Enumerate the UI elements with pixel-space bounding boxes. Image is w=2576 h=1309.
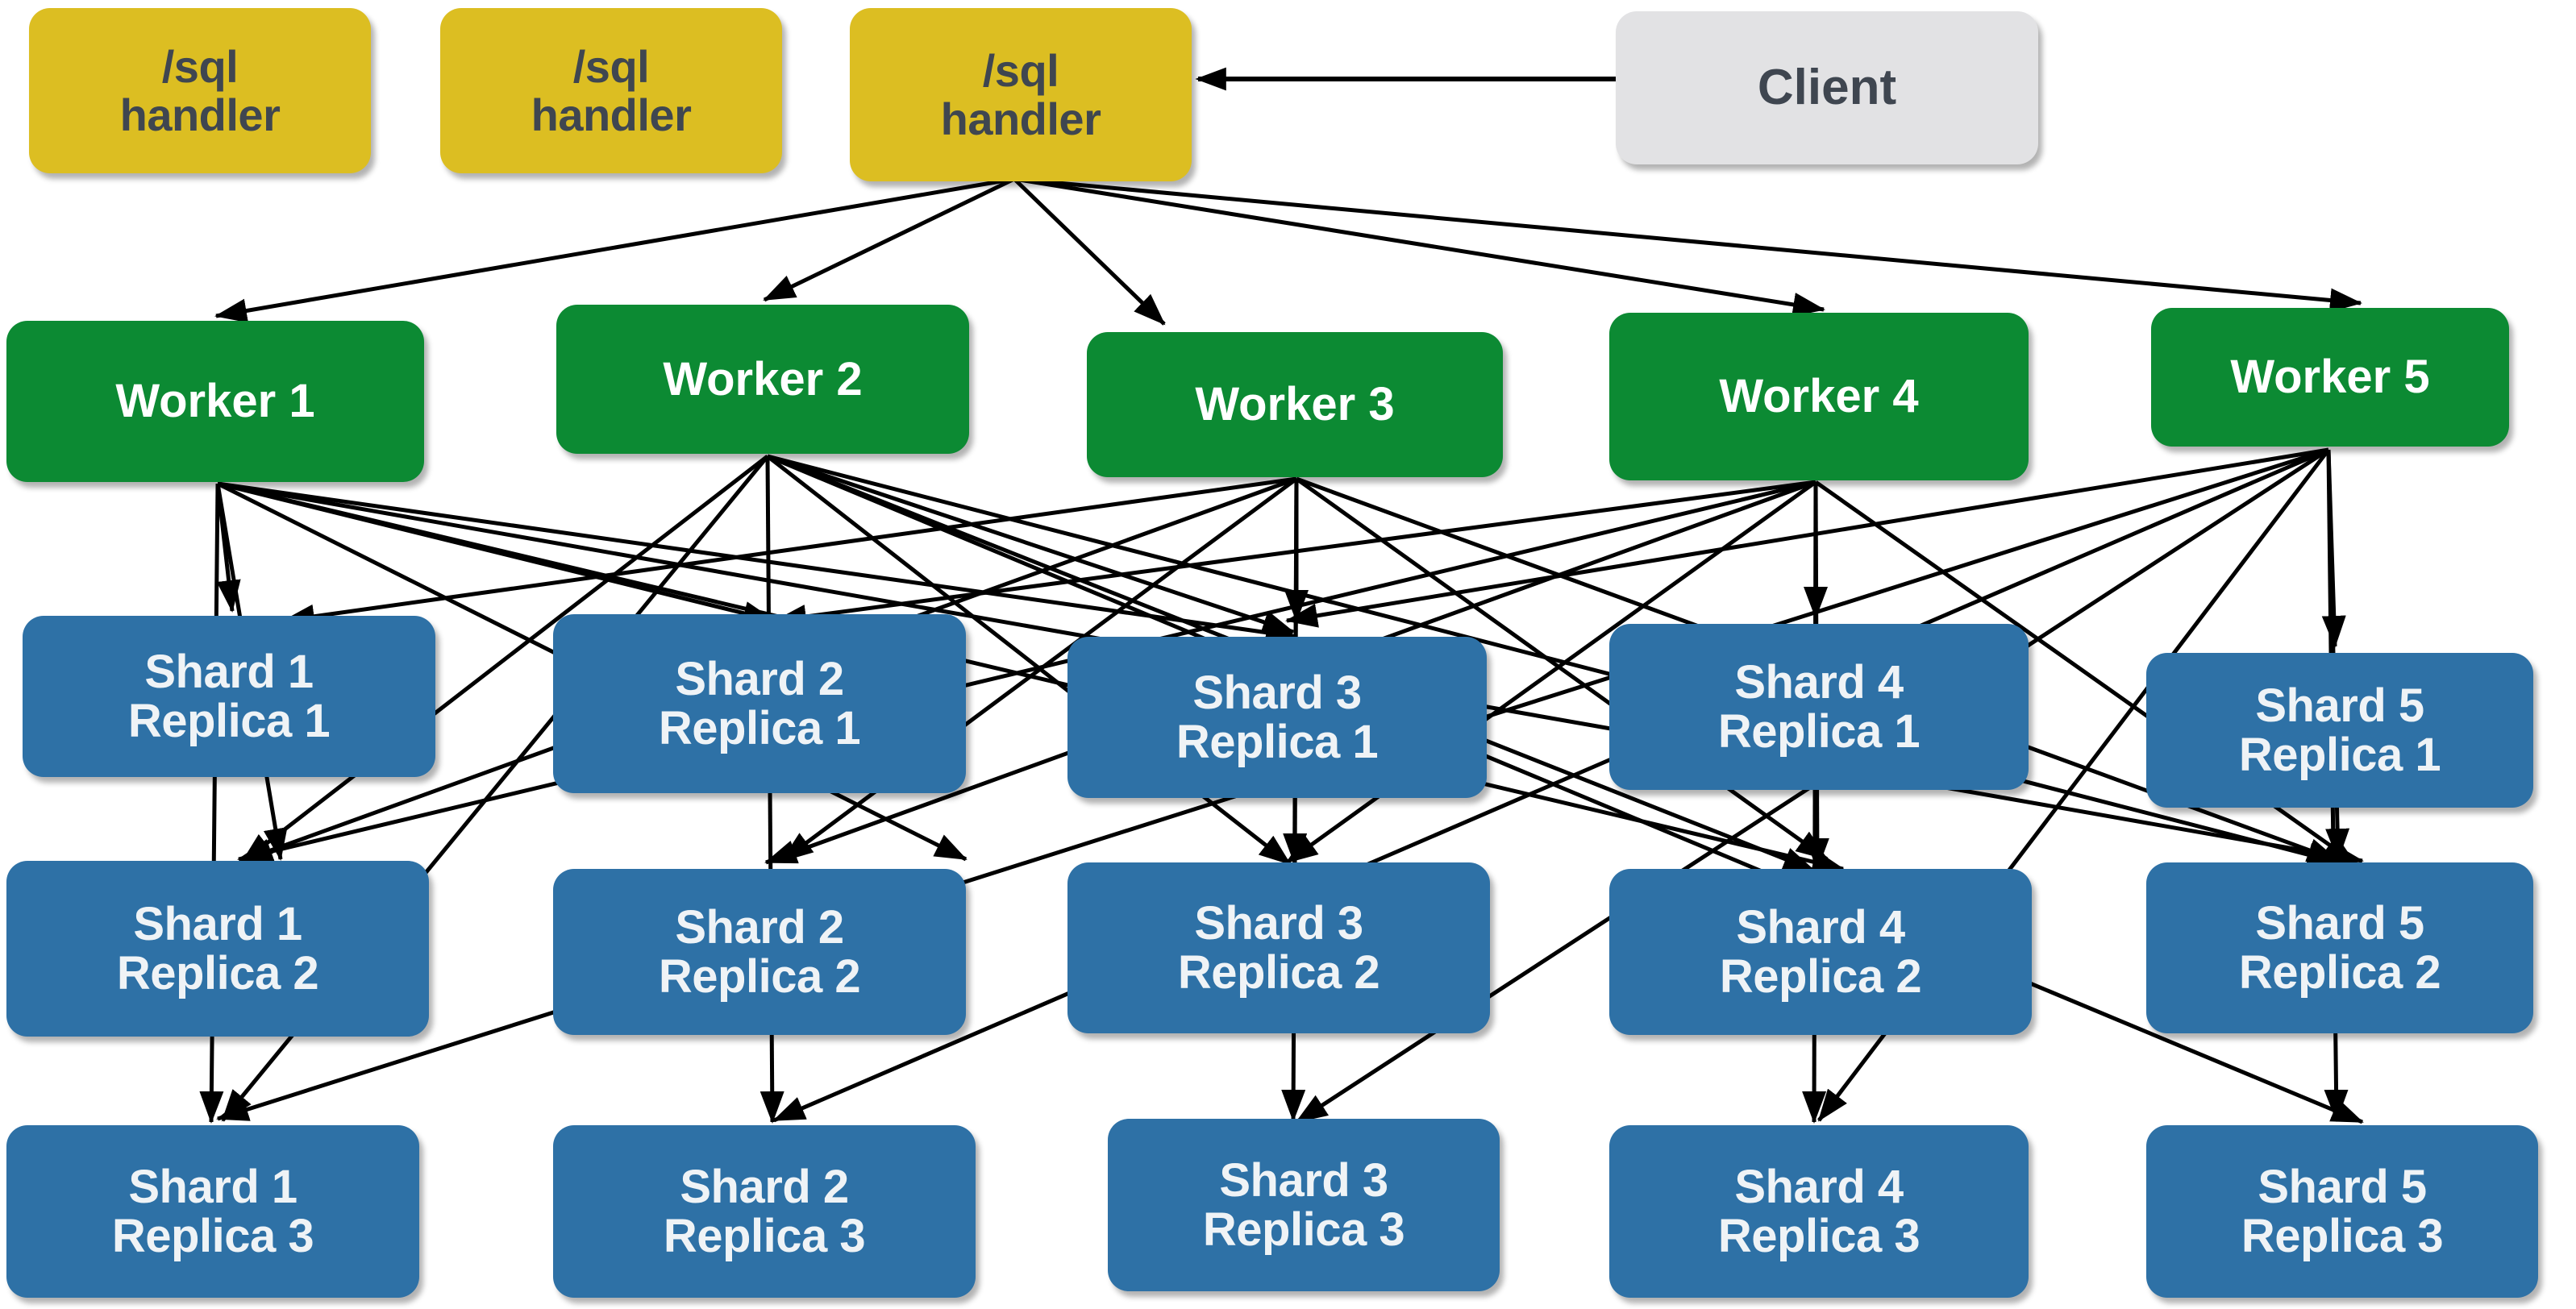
shard-node-s4r2[interactable]: Shard 4 Replica 2 bbox=[1609, 869, 2032, 1035]
shard-label: Shard 4 Replica 2 bbox=[1719, 900, 1922, 1003]
worker-node-5[interactable]: Worker 5 bbox=[2151, 308, 2509, 447]
shard-node-s3r3[interactable]: Shard 3 Replica 3 bbox=[1108, 1119, 1500, 1291]
shard-label: Shard 4 Replica 3 bbox=[1717, 1160, 1921, 1262]
shard-node-s3r1[interactable]: Shard 3 Replica 1 bbox=[1067, 637, 1487, 798]
shard-label: Shard 5 Replica 2 bbox=[2238, 896, 2441, 999]
edge-group-handler-to-workers bbox=[214, 177, 2362, 326]
shard-node-s2r2[interactable]: Shard 2 Replica 2 bbox=[553, 869, 966, 1035]
worker-node-4[interactable]: Worker 4 bbox=[1609, 313, 2029, 480]
worker-node-3[interactable]: Worker 3 bbox=[1087, 332, 1503, 477]
shard-node-s2r3[interactable]: Shard 2 Replica 3 bbox=[553, 1125, 976, 1298]
shard-node-s1r3[interactable]: Shard 1 Replica 3 bbox=[6, 1125, 419, 1298]
shard-label: Shard 3 Replica 1 bbox=[1176, 666, 1379, 768]
shard-label: Shard 5 Replica 1 bbox=[2238, 679, 2441, 781]
shard-label: Shard 3 Replica 2 bbox=[1177, 896, 1380, 999]
shard-label: Shard 3 Replica 3 bbox=[1202, 1153, 1405, 1256]
shard-node-s3r2[interactable]: Shard 3 Replica 2 bbox=[1067, 862, 1490, 1033]
worker-label: Worker 2 bbox=[663, 352, 863, 405]
shard-label: Shard 2 Replica 1 bbox=[658, 652, 861, 754]
worker-label: Worker 4 bbox=[1719, 370, 1919, 423]
client-label: Client bbox=[1757, 60, 1897, 116]
sql-handler-node-1[interactable]: /sql handler bbox=[29, 8, 371, 173]
shard-label: Shard 1 Replica 3 bbox=[111, 1160, 314, 1262]
shard-label: Shard 5 Replica 3 bbox=[2241, 1160, 2444, 1262]
worker-label: Worker 5 bbox=[2230, 351, 2430, 404]
shard-node-s5r2[interactable]: Shard 5 Replica 2 bbox=[2146, 862, 2533, 1033]
shard-node-s4r3[interactable]: Shard 4 Replica 3 bbox=[1609, 1125, 2029, 1298]
shard-label: Shard 1 Replica 2 bbox=[116, 897, 319, 999]
sql-handler-label: /sql handler bbox=[119, 41, 281, 140]
shard-label: Shard 1 Replica 1 bbox=[127, 645, 331, 747]
shard-node-s1r2[interactable]: Shard 1 Replica 2 bbox=[6, 861, 429, 1037]
worker-label: Worker 3 bbox=[1195, 378, 1395, 431]
worker-label: Worker 1 bbox=[115, 375, 315, 428]
shard-node-s5r3[interactable]: Shard 5 Replica 3 bbox=[2146, 1125, 2538, 1298]
shard-node-s1r1[interactable]: Shard 1 Replica 1 bbox=[23, 616, 435, 777]
sql-handler-node-2[interactable]: /sql handler bbox=[440, 8, 782, 173]
shard-label: Shard 4 Replica 1 bbox=[1717, 655, 1921, 758]
shard-label: Shard 2 Replica 2 bbox=[658, 900, 861, 1003]
sql-handler-label: /sql handler bbox=[531, 41, 692, 140]
client-node[interactable]: Client bbox=[1616, 11, 2038, 164]
shard-node-s2r1[interactable]: Shard 2 Replica 1 bbox=[553, 614, 966, 793]
sql-handler-node-3[interactable]: /sql handler bbox=[850, 8, 1192, 181]
sql-handler-label: /sql handler bbox=[940, 45, 1101, 144]
shard-node-s4r1[interactable]: Shard 4 Replica 1 bbox=[1609, 624, 2029, 790]
shard-label: Shard 2 Replica 3 bbox=[663, 1160, 866, 1262]
worker-node-2[interactable]: Worker 2 bbox=[556, 305, 969, 454]
worker-node-1[interactable]: Worker 1 bbox=[6, 321, 424, 482]
shard-node-s5r1[interactable]: Shard 5 Replica 1 bbox=[2146, 653, 2533, 808]
